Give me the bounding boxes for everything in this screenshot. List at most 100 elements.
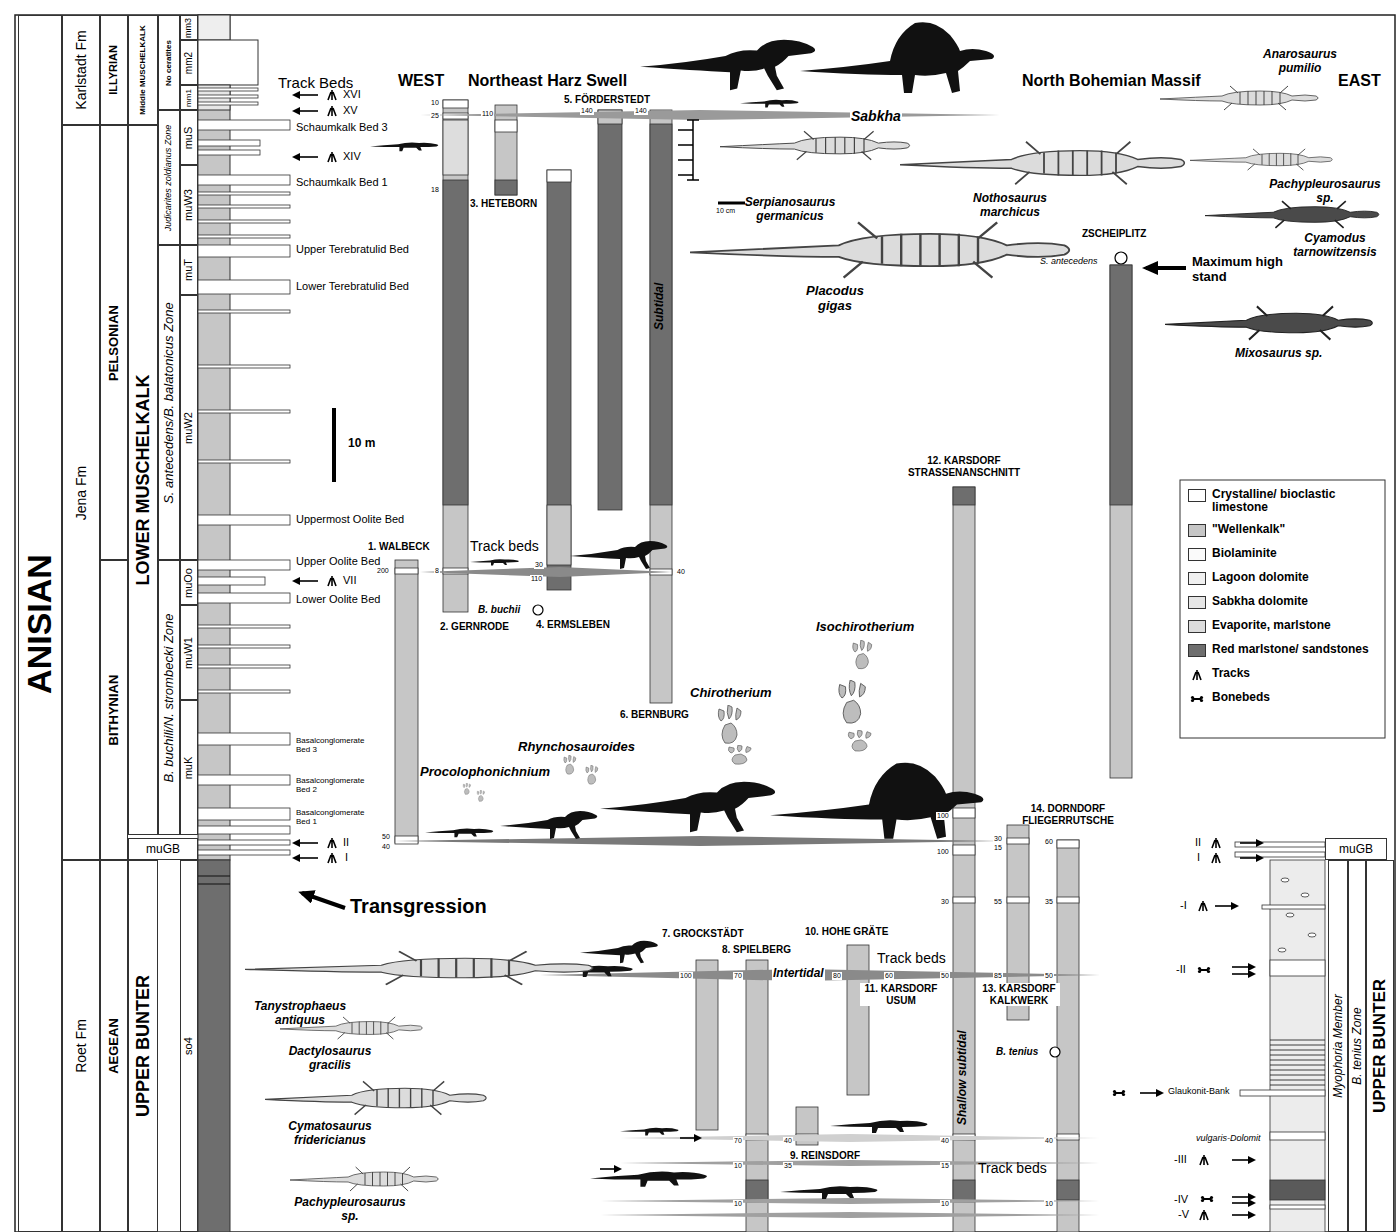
- legend-row: Crystalline/ bioclastic limestone: [1188, 488, 1378, 514]
- archosaur-silhouettes: [425, 828, 493, 837]
- cell-label: muK: [183, 702, 195, 833]
- track-symbols-left: [328, 106, 336, 116]
- strat-cell: mm3: [180, 15, 198, 40]
- cell-label: S. antecedens/B. balatonicus Zone: [162, 247, 176, 558]
- thickness-number: 100: [679, 972, 693, 980]
- strat-cell: so4: [180, 860, 198, 1232]
- thickness-number: 85: [993, 972, 1003, 980]
- left-lithology-column: [198, 245, 290, 257]
- figure-label: Intertidal: [772, 967, 825, 981]
- section-columns: [746, 960, 768, 1232]
- figure-label: Upper Oolite Bed: [296, 555, 380, 568]
- track-symbols-right: [1113, 1090, 1125, 1096]
- track-arrows-right: [1232, 966, 1254, 968]
- right-lithology-column: [1270, 1040, 1325, 1085]
- right-lithology-column: [1278, 948, 1286, 952]
- legend-symbol: [1188, 692, 1206, 706]
- thickness-number: 10: [733, 1200, 743, 1208]
- cell-label: mm1: [185, 87, 193, 108]
- right-lithology-column: [1281, 878, 1289, 882]
- strat-cell: mm2: [180, 40, 198, 85]
- thickness-number: 50: [940, 972, 950, 980]
- track-symbols-left: [328, 838, 336, 848]
- track-symbols-right: [1212, 838, 1220, 848]
- cell-label: muGB: [146, 843, 180, 856]
- left-lithology-column: [198, 120, 290, 130]
- cell-label: Karlstadt Fm: [74, 17, 89, 123]
- section-columns: [1057, 840, 1079, 1232]
- section-columns: [696, 960, 718, 1130]
- figure-label: Pachypleurosaurus sp.: [285, 1196, 415, 1224]
- cell-label: UPPER BUNTER: [134, 862, 153, 1230]
- section-columns: [395, 100, 1132, 1232]
- right-lithology-column: [1235, 842, 1325, 847]
- right-lithology-column: [1270, 1205, 1325, 1209]
- right-lithology-column: [1235, 842, 1325, 1232]
- thickness-number: 30: [534, 561, 544, 569]
- legend-row: Evaporite, marlstone: [1188, 619, 1378, 634]
- left-lithology-column: [198, 150, 260, 155]
- archosaur-silhouettes: [570, 541, 667, 569]
- footprints: [477, 790, 485, 802]
- figure-label: Transgression: [350, 895, 487, 918]
- thickness-number: 40: [676, 568, 686, 576]
- thickness-number: 60: [1044, 838, 1054, 846]
- figure-label: 13. KARSDORF KALKWERK: [978, 983, 1060, 1006]
- legend-swatch: [1188, 620, 1206, 633]
- section-columns: [547, 170, 571, 590]
- figure-label: Glaukonit-Bank: [1168, 1086, 1230, 1096]
- track-arrows-right: [1240, 857, 1262, 859]
- strat-cell: B. buchili/N. strombecki Zone: [158, 560, 180, 835]
- section-columns: [953, 808, 975, 818]
- marine-reptile-skeletons: [1205, 201, 1379, 228]
- ammonite-symbols: [1050, 1047, 1060, 1057]
- thickness-number: 50: [1044, 972, 1054, 980]
- strat-cell: PELSONIAN: [100, 125, 128, 560]
- track-symbols-right: [1198, 967, 1210, 973]
- archosaur-silhouettes: [370, 22, 994, 1199]
- section-columns: [746, 1180, 768, 1202]
- figure-label: WEST: [398, 72, 444, 90]
- figure-label: Lower Oolite Bed: [296, 593, 380, 606]
- figure-label: -I: [1180, 899, 1187, 912]
- cell-label: muT: [183, 247, 195, 293]
- left-lithology-column: [198, 40, 258, 85]
- archosaur-silhouettes: [620, 1128, 679, 1136]
- thickness-number: 140: [634, 107, 648, 115]
- transgression-arrow: [302, 893, 345, 908]
- section-columns: [495, 180, 517, 195]
- ammonite-symbols: [1115, 252, 1127, 264]
- figure-label: Lower Terebratulid Bed: [296, 280, 409, 293]
- left-lithology-column: [198, 808, 290, 820]
- left-lithology-column: [198, 460, 290, 463]
- figure-label: 2. GERNRODE: [440, 621, 509, 633]
- marine-reptile-skeletons: [1190, 149, 1332, 170]
- strat-cell: muOo: [180, 560, 198, 605]
- figure-label: XVI: [343, 88, 361, 101]
- left-lithology-column: [198, 95, 258, 98]
- figure-label: 5. FÖRDERSTEDT: [564, 94, 650, 106]
- footprints: [839, 680, 865, 723]
- section-columns: [650, 110, 672, 703]
- strat-cell: mm1: [180, 85, 198, 110]
- left-lithology-column: [198, 102, 258, 105]
- archosaur-silhouettes: [600, 782, 775, 832]
- figure-label: Isochirotherium: [816, 620, 914, 635]
- strat-cell: muGB: [1325, 838, 1387, 860]
- marine-reptile-skeletons: [245, 951, 593, 984]
- thickness-number: 110: [481, 110, 494, 118]
- cell-label: PELSONIAN: [107, 127, 121, 558]
- correlation-bands: [620, 1134, 1100, 1142]
- marine-reptile-skeletons: [1160, 86, 1318, 110]
- thickness-number: 40: [1044, 1137, 1054, 1145]
- high-stand-arrow: [1146, 266, 1186, 270]
- strat-cell: LOWER MUSCHELKALK: [128, 125, 158, 835]
- track-symbols-right: [1200, 1155, 1208, 1165]
- figure-label: Procolophonichnium: [420, 765, 550, 780]
- strat-cell: Middle MUSCHELKALK: [128, 15, 158, 125]
- cell-label: AEGEAN: [107, 862, 121, 1230]
- track-arrows-right: [600, 1168, 620, 1170]
- archosaur-silhouettes: [640, 40, 815, 90]
- figure-label: -III: [1174, 1153, 1187, 1166]
- figure-label: B. tenius: [996, 1046, 1038, 1058]
